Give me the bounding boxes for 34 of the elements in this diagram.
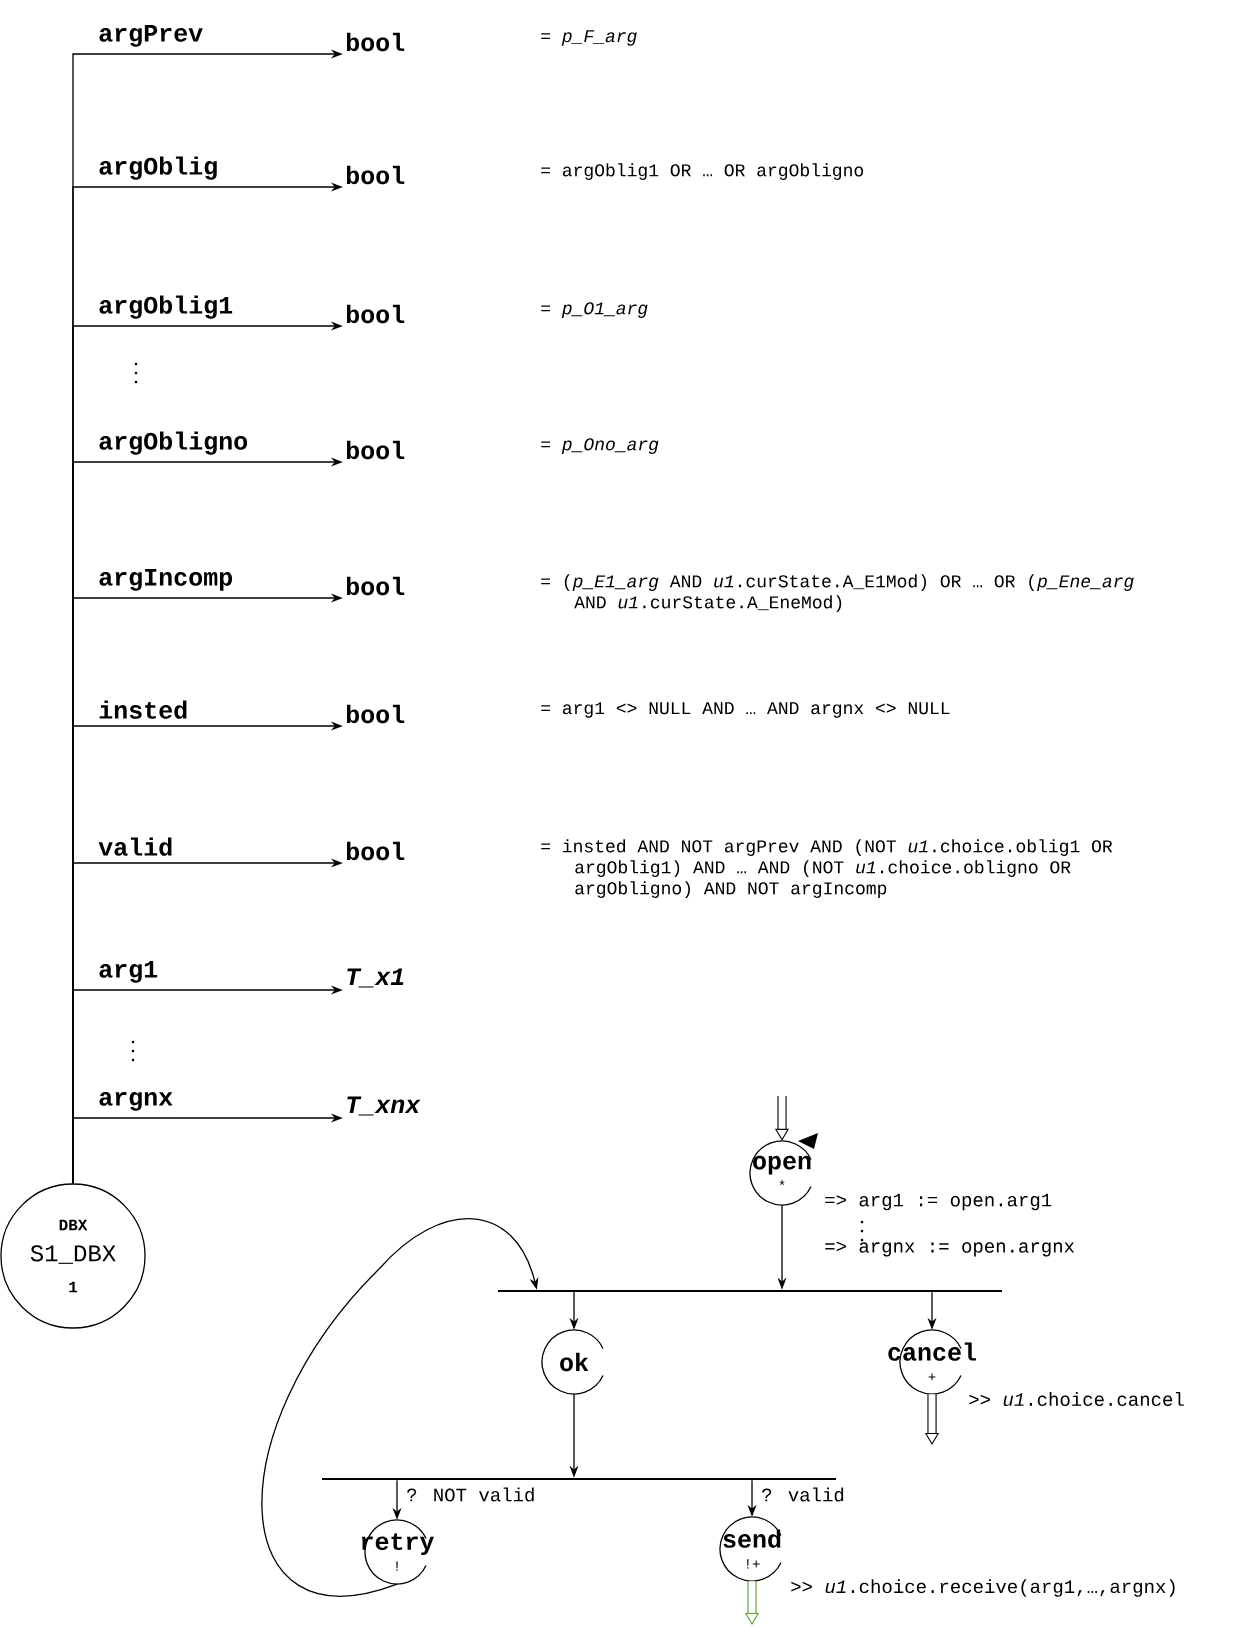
arrow	[261, 1218, 539, 1596]
edge-label: argObligno	[97, 430, 250, 456]
edge-label: insted	[97, 699, 190, 720]
type-label: bool	[346, 304, 405, 324]
type-label: T_xnx	[347, 1096, 421, 1116]
definition-text: = p_O1_arg	[541, 302, 648, 318]
type-label: T_x1	[347, 968, 404, 988]
definition-text: = argOblig1 OR … OR argObligno	[541, 163, 864, 180]
action-text: >> u1.choice.cancel	[969, 1392, 1184, 1406]
edge-label: valid	[97, 836, 175, 857]
definition-text: = p_Ono_arg	[541, 438, 659, 454]
type-label: bool	[346, 704, 405, 724]
definition-text: = p_F_arg	[541, 30, 637, 46]
node-label: open	[753, 1155, 811, 1175]
type-label: bool	[346, 841, 405, 861]
edge-label: ? valid	[760, 1486, 846, 1503]
type-label: bool	[346, 165, 405, 185]
edge-label: argPrev	[97, 24, 205, 48]
edge-label: argnx	[97, 1091, 175, 1112]
edge-label: argOblig	[97, 155, 220, 181]
edge-label: ? NOT valid	[405, 1486, 537, 1503]
edge-label: argIncomp	[97, 568, 235, 592]
action-text: => argnx := open.argnx	[825, 1241, 1075, 1257]
node-label: *	[779, 1180, 785, 1186]
edge-label: arg1	[97, 960, 160, 984]
definition-text: = (p_E1_arg AND u1.curState.A_E1Mod) OR … OR (p_Ene_arg AND u1.curState.A_EneMod)	[541, 574, 1134, 612]
definition-text: = arg1 <> NULL AND … AND argnx <> NULL	[541, 702, 950, 718]
action-text: => arg1 := open.arg1	[825, 1193, 1052, 1211]
definition-text: = insted AND NOT argPrev AND (NOT u1.choice.oblig1 OR argOblig1) AND … AND (NOT u1.choice.obligno OR argObligno) AND NOT argIncomp	[541, 839, 1113, 898]
edge-label: argOblig1	[97, 294, 235, 320]
type-label: bool	[346, 32, 405, 52]
type-label: bool	[346, 576, 405, 596]
action-text: >> u1.choice.receive(arg1,…,argnx)	[791, 1579, 1175, 1597]
type-label: bool	[346, 440, 405, 460]
